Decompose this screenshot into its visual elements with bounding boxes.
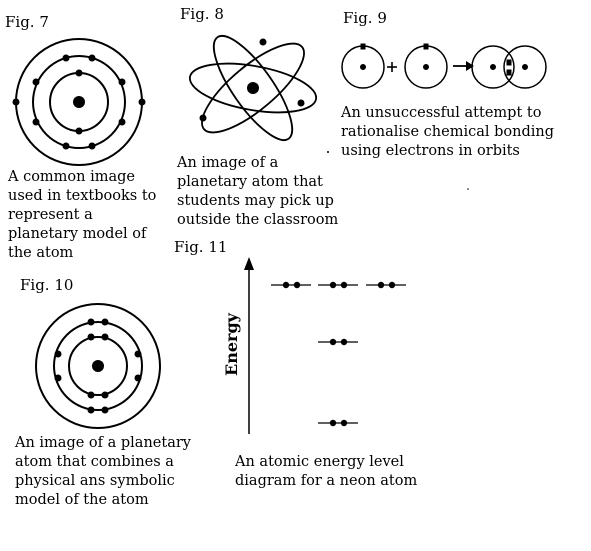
fig8-orbit: [201, 42, 305, 134]
fig7-caption-line: represent a: [8, 207, 93, 223]
fig9-caption-line: rationalise chemical bonding: [341, 124, 554, 140]
fig11-electrons: [282, 281, 396, 427]
fig10-electron: [87, 333, 95, 341]
fig10-caption-line: atom that combines a: [15, 454, 174, 470]
stray-dot: [327, 151, 329, 153]
fig9-marks: [360, 43, 528, 76]
fig10-electron: [101, 406, 109, 414]
fig10-electron: [87, 391, 95, 399]
fig7-electron: [118, 118, 126, 126]
fig7-electron: [32, 118, 40, 126]
fig9-electron: [423, 43, 429, 50]
fig7-electron: [62, 142, 70, 150]
fig7-electron: [118, 78, 126, 86]
level-electron: [282, 281, 290, 289]
fig8-caption: An image of a planetary atom that studen…: [177, 154, 338, 230]
fig9-nucleus: [360, 64, 366, 70]
fig11-caption-line: diagram for a neon atom: [235, 473, 418, 489]
fig10-electron: [101, 333, 109, 341]
fig10-orbit-middle: [53, 321, 143, 411]
fig10-label: Fig. 10: [20, 276, 74, 294]
fig9-caption-line: An unsuccessful attempt to: [341, 105, 542, 121]
fig9-caption: An unsuccessful attempt to rationalise c…: [341, 104, 554, 161]
energy-axis-arrowhead: [244, 257, 254, 270]
level-electron: [340, 338, 348, 346]
level-electron: [329, 281, 337, 289]
fig8-electron: [259, 38, 267, 46]
fig11-caption: An atomic energy level diagram for a neo…: [235, 453, 417, 491]
fig9-shared-electron: [506, 69, 512, 76]
fig8-orbit: [188, 62, 318, 114]
fig8-caption-line: planetary atom that: [177, 174, 323, 190]
fig9-bonded-atom-b: [503, 45, 547, 89]
fig7-caption-line: planetary model of: [8, 226, 147, 242]
fig9-label: Fig. 9: [343, 9, 387, 27]
fig8-electron: [297, 99, 305, 107]
fig7-caption-line: the atom: [8, 245, 74, 261]
level-electron: [388, 281, 396, 289]
level-electron: [329, 338, 337, 346]
fig7-caption: A common image used in textbooks to repr…: [8, 168, 156, 263]
fig7-electron: [88, 54, 96, 62]
fig11-diagram: [244, 257, 406, 434]
fig7-electron: [62, 54, 70, 62]
stray-dot: [467, 188, 469, 190]
fig10-nucleus: [92, 360, 104, 372]
fig7-electron: [88, 142, 96, 150]
energy-axis-label: Energy: [221, 313, 241, 376]
fig10-caption: An image of a planetary atom that combin…: [15, 434, 191, 510]
fig7-label: Fig. 7: [5, 13, 49, 31]
fig10-orbit-outer: [35, 303, 161, 429]
fig8-atom: [188, 35, 318, 141]
fig10-electron: [101, 318, 109, 326]
fig8-nucleus: [247, 82, 259, 94]
fig7-caption-line: A common image: [8, 169, 136, 185]
fig8-caption-line: students may pick up: [177, 193, 334, 209]
fig7-electrons: [12, 54, 146, 150]
fig9-shared-electron: [506, 59, 512, 66]
fig10-electron: [87, 406, 95, 414]
fig10-caption-line: physical ans symbolic: [15, 473, 175, 489]
level-electron: [293, 281, 301, 289]
fig7-electron: [138, 98, 146, 106]
fig10-electron: [134, 350, 142, 358]
fig9-nucleus: [522, 64, 528, 70]
fig10-electron: [54, 350, 62, 358]
fig7-caption-line: used in textbooks to: [8, 188, 157, 204]
fig7-electron: [75, 127, 83, 135]
fig9-diagram: [341, 45, 547, 89]
fig10-electron: [54, 374, 62, 382]
fig7-electron: [32, 78, 40, 86]
fig8-caption-line: outside the classroom: [177, 212, 339, 228]
level-electron: [329, 419, 337, 427]
fig8-caption-line: An image of a: [177, 155, 279, 171]
fig10-caption-line: model of the atom: [15, 492, 149, 508]
fig11-label: Fig. 11: [174, 238, 228, 256]
fig9-caption-line: using electrons in orbits: [341, 143, 520, 159]
fig9-nucleus: [490, 64, 496, 70]
fig10-orbit-inner: [68, 336, 128, 396]
fig9-electron: [360, 43, 366, 50]
fig9-arrow-head: [466, 61, 474, 71]
fig10-electrons: [54, 318, 142, 414]
fig11-caption-line: An atomic energy level: [235, 454, 404, 470]
fig10-caption-line: An image of a planetary: [15, 435, 191, 451]
level-electron: [377, 281, 385, 289]
fig8-orbit: [212, 35, 294, 141]
fig10-electron: [87, 318, 95, 326]
level-electron: [340, 281, 348, 289]
fig9-nucleus: [423, 64, 429, 70]
fig8-label: Fig. 8: [180, 5, 224, 23]
fig8-electron: [199, 114, 207, 122]
level-electron: [340, 419, 348, 427]
fig10-electron: [134, 374, 142, 382]
fig8-electrons: [199, 38, 305, 122]
fig7-electron: [12, 98, 20, 106]
fig7-nucleus: [73, 96, 85, 108]
fig7-electron: [75, 69, 83, 77]
fig10-electron: [101, 391, 109, 399]
fig7-orbit-middle: [32, 55, 126, 149]
fig10-atom: [35, 303, 161, 429]
